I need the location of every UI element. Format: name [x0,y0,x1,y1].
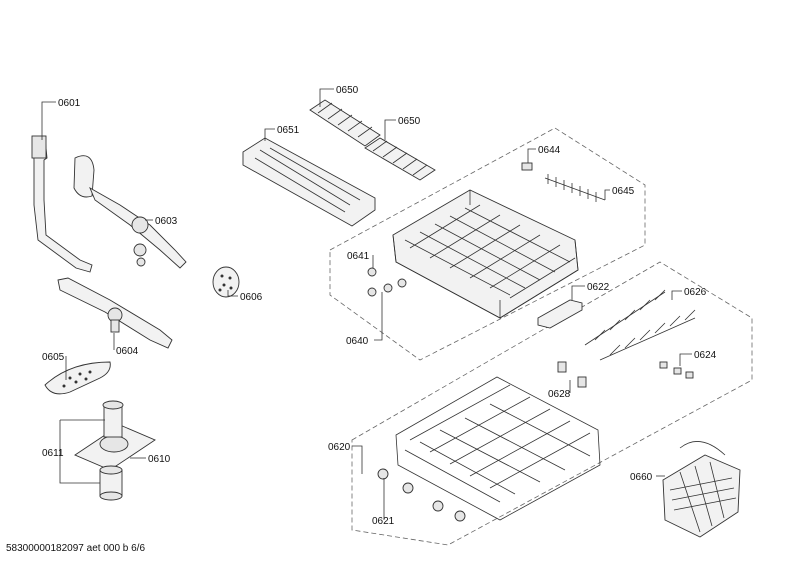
tine-racks-0626 [584,289,696,361]
filter-cover-0605 [44,361,111,395]
part-label-0628: 0628 [548,389,571,400]
lower-basket-group-outline [351,261,753,546]
spray-arm-0604 [57,277,173,349]
upper-basket-group-outline [329,127,646,361]
part-label-0660: 0660 [630,472,653,483]
part-label-0626: 0626 [684,287,707,298]
part-label-0621: 0621 [372,516,395,527]
part-label-0606: 0606 [240,292,263,303]
wheels-0641 [367,267,407,297]
part-label-0604: 0604 [116,346,139,357]
part-label-0610: 0610 [148,454,171,465]
part-label-0624: 0624 [694,350,717,361]
cutlery-rack-0650-b [364,137,436,181]
clips-0624 [659,361,694,379]
leader-lines [41,88,692,520]
part-label-0601: 0601 [58,98,81,109]
cutlery-basket-0660 [662,441,741,538]
wheels-0621 [377,468,466,522]
cutlery-rack-0650-a [309,99,381,147]
part-label-0644: 0644 [538,145,561,156]
part-label-0640: 0640 [346,336,369,347]
part-label-0651: 0651 [277,125,300,136]
part-label-0611: 0611 [42,448,64,459]
part-labels: 0601 0603 0604 0605 0606 0610 0611 0620 … [42,85,717,527]
spray-arm-0603 [73,155,187,269]
upper-basket-0640 [392,189,579,319]
part-label-0650-a: 0650 [336,85,359,96]
document-id-footer: 58300000182097 aet 000 b 6/6 [6,543,146,554]
part-label-0605: 0605 [42,352,65,363]
part-label-0650-b: 0650 [398,116,421,127]
handle-0622 [537,299,583,329]
part-label-0645: 0645 [612,186,635,197]
clips-0628 [557,361,587,388]
filter-disc-0606 [212,266,240,298]
part-label-0622: 0622 [587,282,610,293]
part-label-0603: 0603 [155,216,178,227]
part-label-0641: 0641 [347,251,370,262]
spray-pipe-0601 [31,135,93,273]
clip-0644 [521,162,533,171]
filter-system-0610-0611 [74,400,156,501]
lower-basket-0620 [395,376,601,521]
cutlery-tray-0651 [242,137,376,227]
tine-row-0645 [544,174,606,202]
part-label-0620: 0620 [328,442,351,453]
